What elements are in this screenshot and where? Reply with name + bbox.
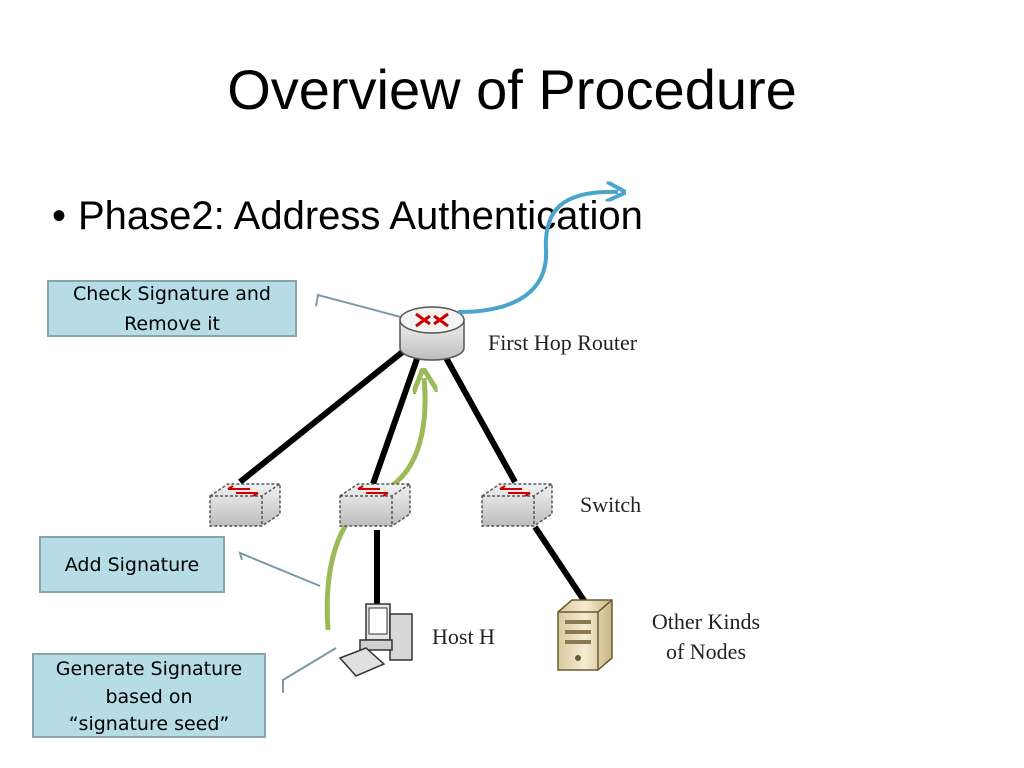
other-nodes-line2: of Nodes: [665, 639, 747, 664]
switch-icon: [209, 483, 281, 527]
link-router-switch-right: [442, 354, 518, 484]
callout-generate-line3: “signature seed”: [68, 712, 230, 735]
blue-outgoing-arrow: [457, 192, 618, 314]
callout-check-signature: Check Signature and Remove it: [47, 280, 297, 337]
host-label: Host H: [432, 624, 495, 649]
callout-generate-line2: based on: [105, 685, 193, 708]
router-label: First Hop Router: [488, 330, 638, 355]
connector-add: [238, 551, 321, 587]
bullet-dot: •: [52, 194, 67, 238]
server-tower-icon: [557, 599, 613, 671]
router-icon: [399, 306, 465, 361]
link-router-switch-middle: [370, 355, 421, 485]
connector-check: [315, 293, 413, 321]
desktop-computer-icon: [338, 603, 413, 677]
link-router-switch-left: [238, 347, 407, 485]
callout-connectors: [238, 293, 413, 693]
other-nodes-line1: Other Kinds: [651, 609, 761, 634]
other-nodes-label: Other Kinds of Nodes: [640, 607, 772, 667]
switch-label: Switch: [580, 492, 642, 517]
callout-generate-line1: Generate Signature: [55, 657, 243, 680]
link-switch-server: [532, 525, 588, 604]
callout-check-text: Check Signature and Remove it: [73, 282, 271, 335]
slide-title: Overview of Procedure: [227, 58, 797, 121]
callout-add-text: Add Signature: [64, 553, 200, 576]
network-links: [238, 347, 588, 612]
switch-icon: [339, 483, 411, 527]
callout-generate-signature: Generate Signature based on “signature s…: [32, 653, 266, 738]
connector-generate: [282, 647, 337, 693]
callout-add-signature: Add Signature: [39, 536, 225, 593]
switch-icon: [481, 483, 553, 527]
